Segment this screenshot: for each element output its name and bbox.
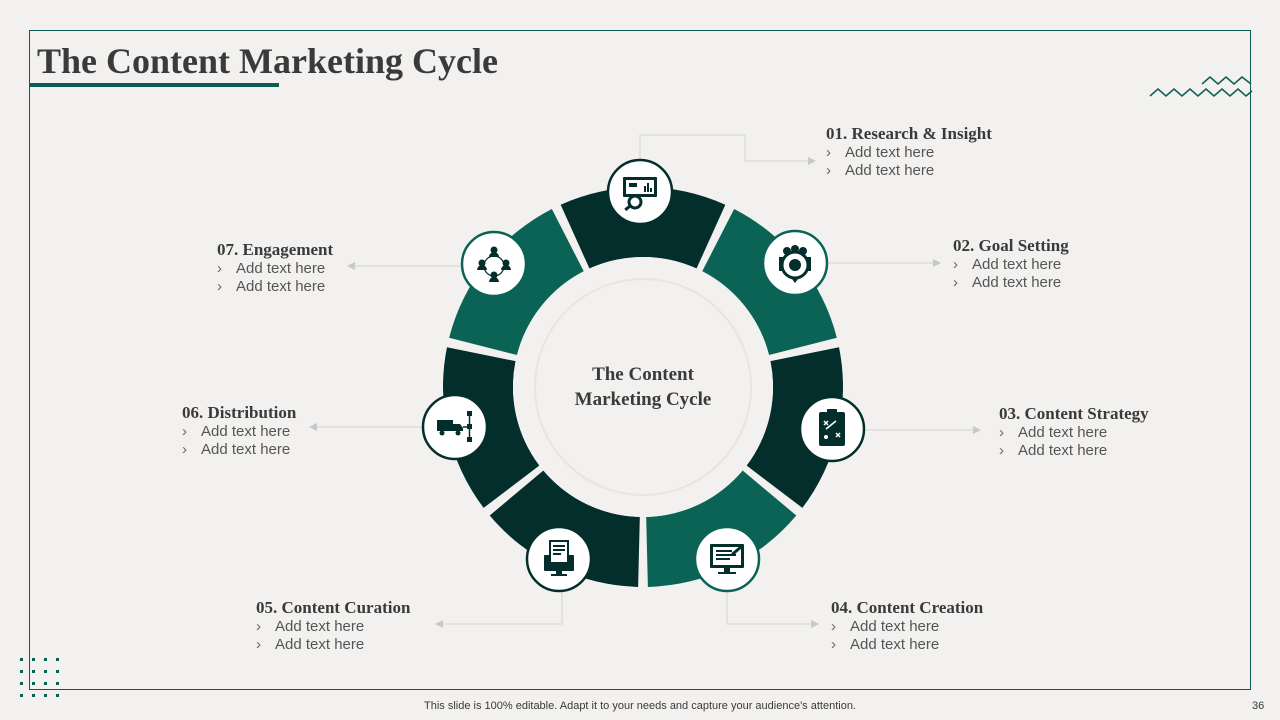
badge-step-7[interactable] xyxy=(460,230,528,298)
connector-step-5 xyxy=(435,592,563,628)
center-label-line-2: Marketing Cycle xyxy=(574,389,712,410)
step-bullet: ›Add text here xyxy=(256,636,365,653)
step-label-6: 06. Distribution ›Add text here ›Add tex… xyxy=(182,403,296,459)
step-heading-1: 01. Research & Insight xyxy=(826,124,992,143)
monitor-document-icon xyxy=(544,540,574,576)
step-bullet: ›Add text here xyxy=(953,274,1062,291)
step-heading-2: 02. Goal Setting xyxy=(953,236,1069,255)
badge-step-1[interactable] xyxy=(606,158,674,226)
badge-step-3[interactable] xyxy=(798,395,866,463)
chevron-right-icon: › xyxy=(217,278,222,295)
chevron-right-icon: › xyxy=(831,636,836,653)
dot-grid-decoration xyxy=(20,658,59,697)
step-label-5: 05. Content Curation ›Add text here ›Add… xyxy=(256,598,410,654)
chevron-right-icon: › xyxy=(182,441,187,458)
strategy-clipboard-icon xyxy=(819,409,845,446)
badge-step-5[interactable] xyxy=(525,525,593,593)
step-label-3: 03. Content Strategy ›Add text here ›Add… xyxy=(999,404,1149,460)
chevron-right-icon: › xyxy=(256,618,261,635)
center-circle-outline xyxy=(534,278,752,496)
step-bullet: ›Add text here xyxy=(831,636,940,653)
page-number: 36 xyxy=(1252,700,1265,712)
chevron-right-icon: › xyxy=(999,442,1004,459)
chevron-right-icon: › xyxy=(182,423,187,440)
ring-segment-1 xyxy=(560,186,726,269)
step-heading-3: 03. Content Strategy xyxy=(999,404,1149,423)
chevron-right-icon: › xyxy=(953,274,958,291)
icon-badges xyxy=(421,158,866,593)
step-bullet: ›Add text here xyxy=(182,441,291,458)
step-label-7: 07. Engagement ›Add text here ›Add text … xyxy=(217,240,333,296)
step-heading-7: 07. Engagement xyxy=(217,240,334,259)
ring-segment-6 xyxy=(443,347,540,508)
title-underline xyxy=(29,83,279,87)
connector-step-1 xyxy=(639,134,816,165)
connector-step-4 xyxy=(726,592,819,628)
center-label-line-1: The Content xyxy=(592,364,694,385)
step-bullet: ›Add text here xyxy=(256,618,365,635)
step-heading-6: 06. Distribution xyxy=(182,403,297,422)
slide-frame xyxy=(29,30,1251,690)
step-bullet: ›Add text here xyxy=(826,162,935,179)
step-bullet: ›Add text here xyxy=(831,618,940,635)
step-bullet: ›Add text here xyxy=(999,424,1108,441)
research-chart-icon xyxy=(623,177,657,212)
badge-step-2[interactable] xyxy=(761,229,829,297)
badge-step-4[interactable] xyxy=(693,525,761,593)
step-label-4: 04. Content Creation ›Add text here ›Add… xyxy=(831,598,983,654)
ring-segment-3 xyxy=(746,347,843,508)
footer-note: This slide is 100% editable. Adapt it to… xyxy=(424,700,856,712)
step-bullet: ›Add text here xyxy=(182,423,291,440)
step-label-1: 01. Research & Insight ›Add text here ›A… xyxy=(826,124,992,180)
step-bullet: ›Add text here xyxy=(217,260,326,277)
chevron-right-icon: › xyxy=(256,636,261,653)
center-label: The Content Marketing Cycle xyxy=(543,362,743,412)
badge-step-6[interactable] xyxy=(421,393,489,461)
zigzag-decoration xyxy=(1149,76,1253,97)
chevron-right-icon: › xyxy=(953,256,958,273)
chevron-right-icon: › xyxy=(831,618,836,635)
page-title: The Content Marketing Cycle xyxy=(37,41,498,81)
chevron-right-icon: › xyxy=(999,424,1004,441)
people-network-icon xyxy=(477,246,511,282)
step-bullet: ›Add text here xyxy=(826,144,935,161)
chevron-right-icon: › xyxy=(217,260,222,277)
step-label-2: 02. Goal Setting ›Add text here ›Add tex… xyxy=(953,236,1069,292)
chevron-right-icon: › xyxy=(826,162,831,179)
chevron-right-icon: › xyxy=(826,144,831,161)
center-circle xyxy=(513,257,773,517)
connector-lines xyxy=(309,134,981,628)
step-heading-4: 04. Content Creation xyxy=(831,598,984,617)
delivery-truck-icon xyxy=(437,411,472,442)
step-bullet: ›Add text here xyxy=(999,442,1108,459)
step-bullet: ›Add text here xyxy=(217,278,326,295)
team-target-icon xyxy=(779,245,811,283)
step-bullet: ›Add text here xyxy=(953,256,1062,273)
monitor-edit-icon xyxy=(710,544,744,574)
step-heading-5: 05. Content Curation xyxy=(256,598,411,617)
